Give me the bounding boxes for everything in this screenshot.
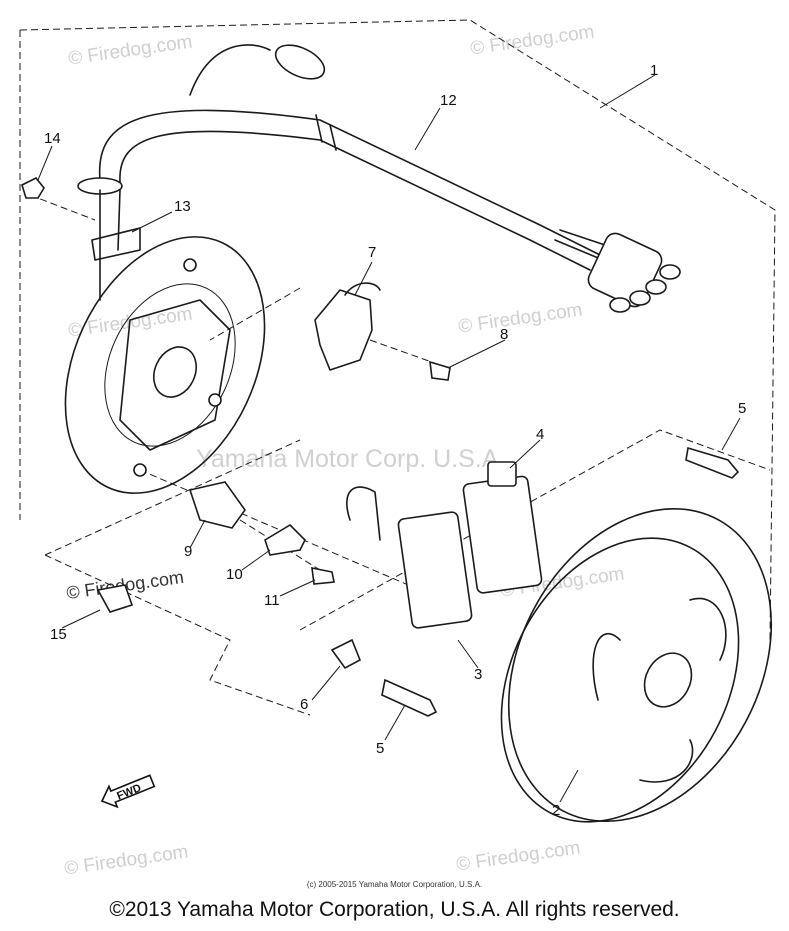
callout-3: 3: [474, 666, 483, 683]
callout-12: 12: [440, 92, 457, 109]
callout-8: 8: [500, 326, 509, 343]
small-copyright: (c) 2005-2015 Yamaha Motor Corporation, …: [306, 880, 483, 889]
callout-1: 1: [650, 62, 659, 79]
callout-15: 15: [50, 626, 67, 643]
callout-9: 9: [184, 543, 193, 560]
callout-7: 7: [368, 244, 377, 261]
watermark-center: Yamaha Motor Corp. U.S.A: [196, 445, 499, 473]
callout-14: 14: [44, 130, 61, 147]
callout-10: 10: [226, 566, 243, 583]
callout-5-upper: 5: [738, 400, 747, 417]
fwd-label: FWD: [115, 782, 143, 803]
callout-11: 11: [264, 592, 280, 609]
callout-2: 2: [552, 802, 561, 819]
callout-5-lower: 5: [376, 740, 385, 757]
footer-copyright: ©2013 Yamaha Motor Corporation, U.S.A. A…: [109, 898, 680, 921]
callout-6: 6: [300, 696, 309, 713]
fwd-arrow-icon: FWD: [100, 774, 156, 809]
callout-4: 4: [536, 426, 545, 443]
callout-13: 13: [174, 198, 191, 215]
